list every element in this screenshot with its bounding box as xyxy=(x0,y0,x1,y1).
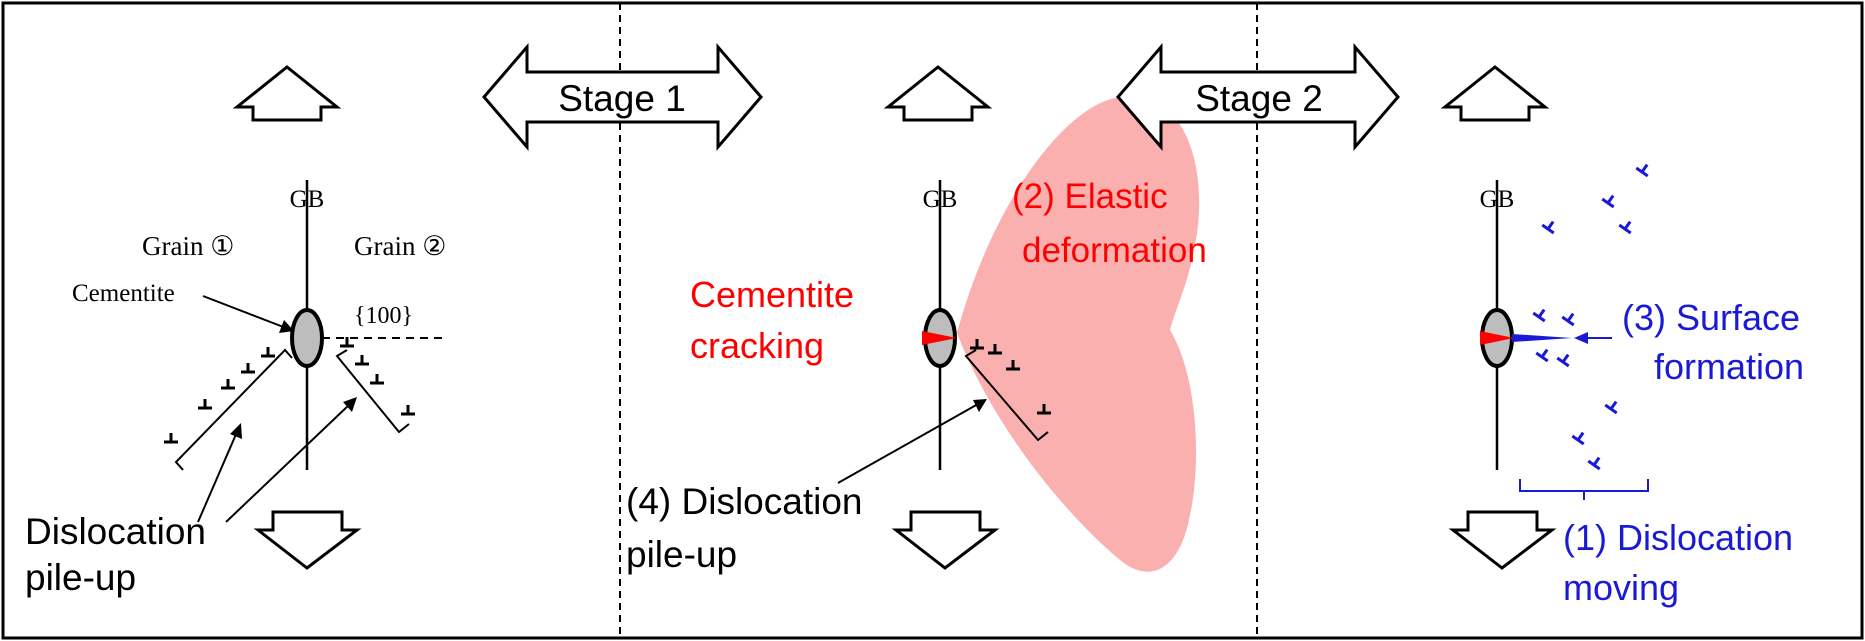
pileup-pointer-1 xyxy=(197,431,238,523)
cementite-particle xyxy=(290,308,324,368)
dislocations-left xyxy=(164,347,275,444)
stage-2-label: Stage 2 xyxy=(1195,78,1323,119)
grain-2-label: Grain ② xyxy=(354,231,446,261)
dislocations xyxy=(970,339,1051,415)
pileup-label-line1: Dislocation xyxy=(25,511,206,552)
up-arrow-icon xyxy=(1440,65,1550,122)
elastic-deformation-zone xyxy=(957,96,1200,572)
plane-label: {100} xyxy=(354,303,413,329)
surface-label-line1: (3) Surface xyxy=(1622,297,1800,338)
arrowhead-icon xyxy=(1574,332,1588,344)
down-arrow-icon xyxy=(253,510,362,570)
arrowhead-icon xyxy=(279,320,294,333)
stage-1-arrow: Stage 1 xyxy=(482,42,763,152)
surface-label-line2: formation xyxy=(1654,346,1804,387)
cracking-label-line2: cracking xyxy=(690,325,824,366)
arrowhead-icon xyxy=(230,423,242,439)
moving-dislocations xyxy=(1532,163,1649,471)
pileup-label-line2: pile-up xyxy=(25,557,136,598)
pileup-bracket xyxy=(964,349,1049,442)
pileup-label-line2: pile-up xyxy=(626,534,737,575)
grain-1-label: Grain ① xyxy=(142,231,234,261)
cementite-label: Cementite xyxy=(72,280,175,307)
down-arrow-icon xyxy=(891,510,1000,570)
panel-1: GB Grain ① Grain ② Cementite {100} xyxy=(25,180,446,598)
gb-label: GB xyxy=(1480,186,1515,213)
panel-2: GB (2) Elastic deformation Cementite cra… xyxy=(626,177,1207,575)
up-arrow-icon xyxy=(232,65,342,122)
pileup-label-line1: (4) Dislocation xyxy=(626,481,862,522)
down-arrow-icon xyxy=(1448,510,1557,570)
arrowhead-icon xyxy=(973,399,987,412)
gb-label: GB xyxy=(290,186,325,213)
elastic-label-line2: deformation xyxy=(1022,231,1207,270)
cementite-pointer xyxy=(202,295,287,329)
crack-wedge xyxy=(1480,331,1514,345)
pileup-bracket-right xyxy=(335,349,410,434)
up-arrow-icon xyxy=(883,65,993,122)
moving-bracket xyxy=(1519,479,1649,500)
moving-label-line1: (1) Dislocation xyxy=(1563,517,1793,558)
arrowhead-icon xyxy=(343,397,357,412)
elastic-label-line1: (2) Elastic xyxy=(1012,177,1168,216)
crack-wedge xyxy=(922,331,957,345)
pileup-pointer xyxy=(837,403,979,484)
cracking-label-line1: Cementite xyxy=(690,274,854,315)
moving-label-line2: moving xyxy=(1563,567,1679,608)
stage-2-arrow: Stage 2 xyxy=(1116,42,1400,152)
dislocations-right xyxy=(340,337,415,416)
panel-3: GB (3) Surface formation (1) Dislocation… xyxy=(1480,163,1804,608)
pileup-pointer-2 xyxy=(225,403,351,523)
surface-wedge xyxy=(1512,334,1572,342)
tension-arrows xyxy=(232,65,1557,570)
gb-label: GB xyxy=(923,186,958,213)
stage-1-label: Stage 1 xyxy=(558,78,686,119)
pileup-bracket-left xyxy=(174,348,293,471)
